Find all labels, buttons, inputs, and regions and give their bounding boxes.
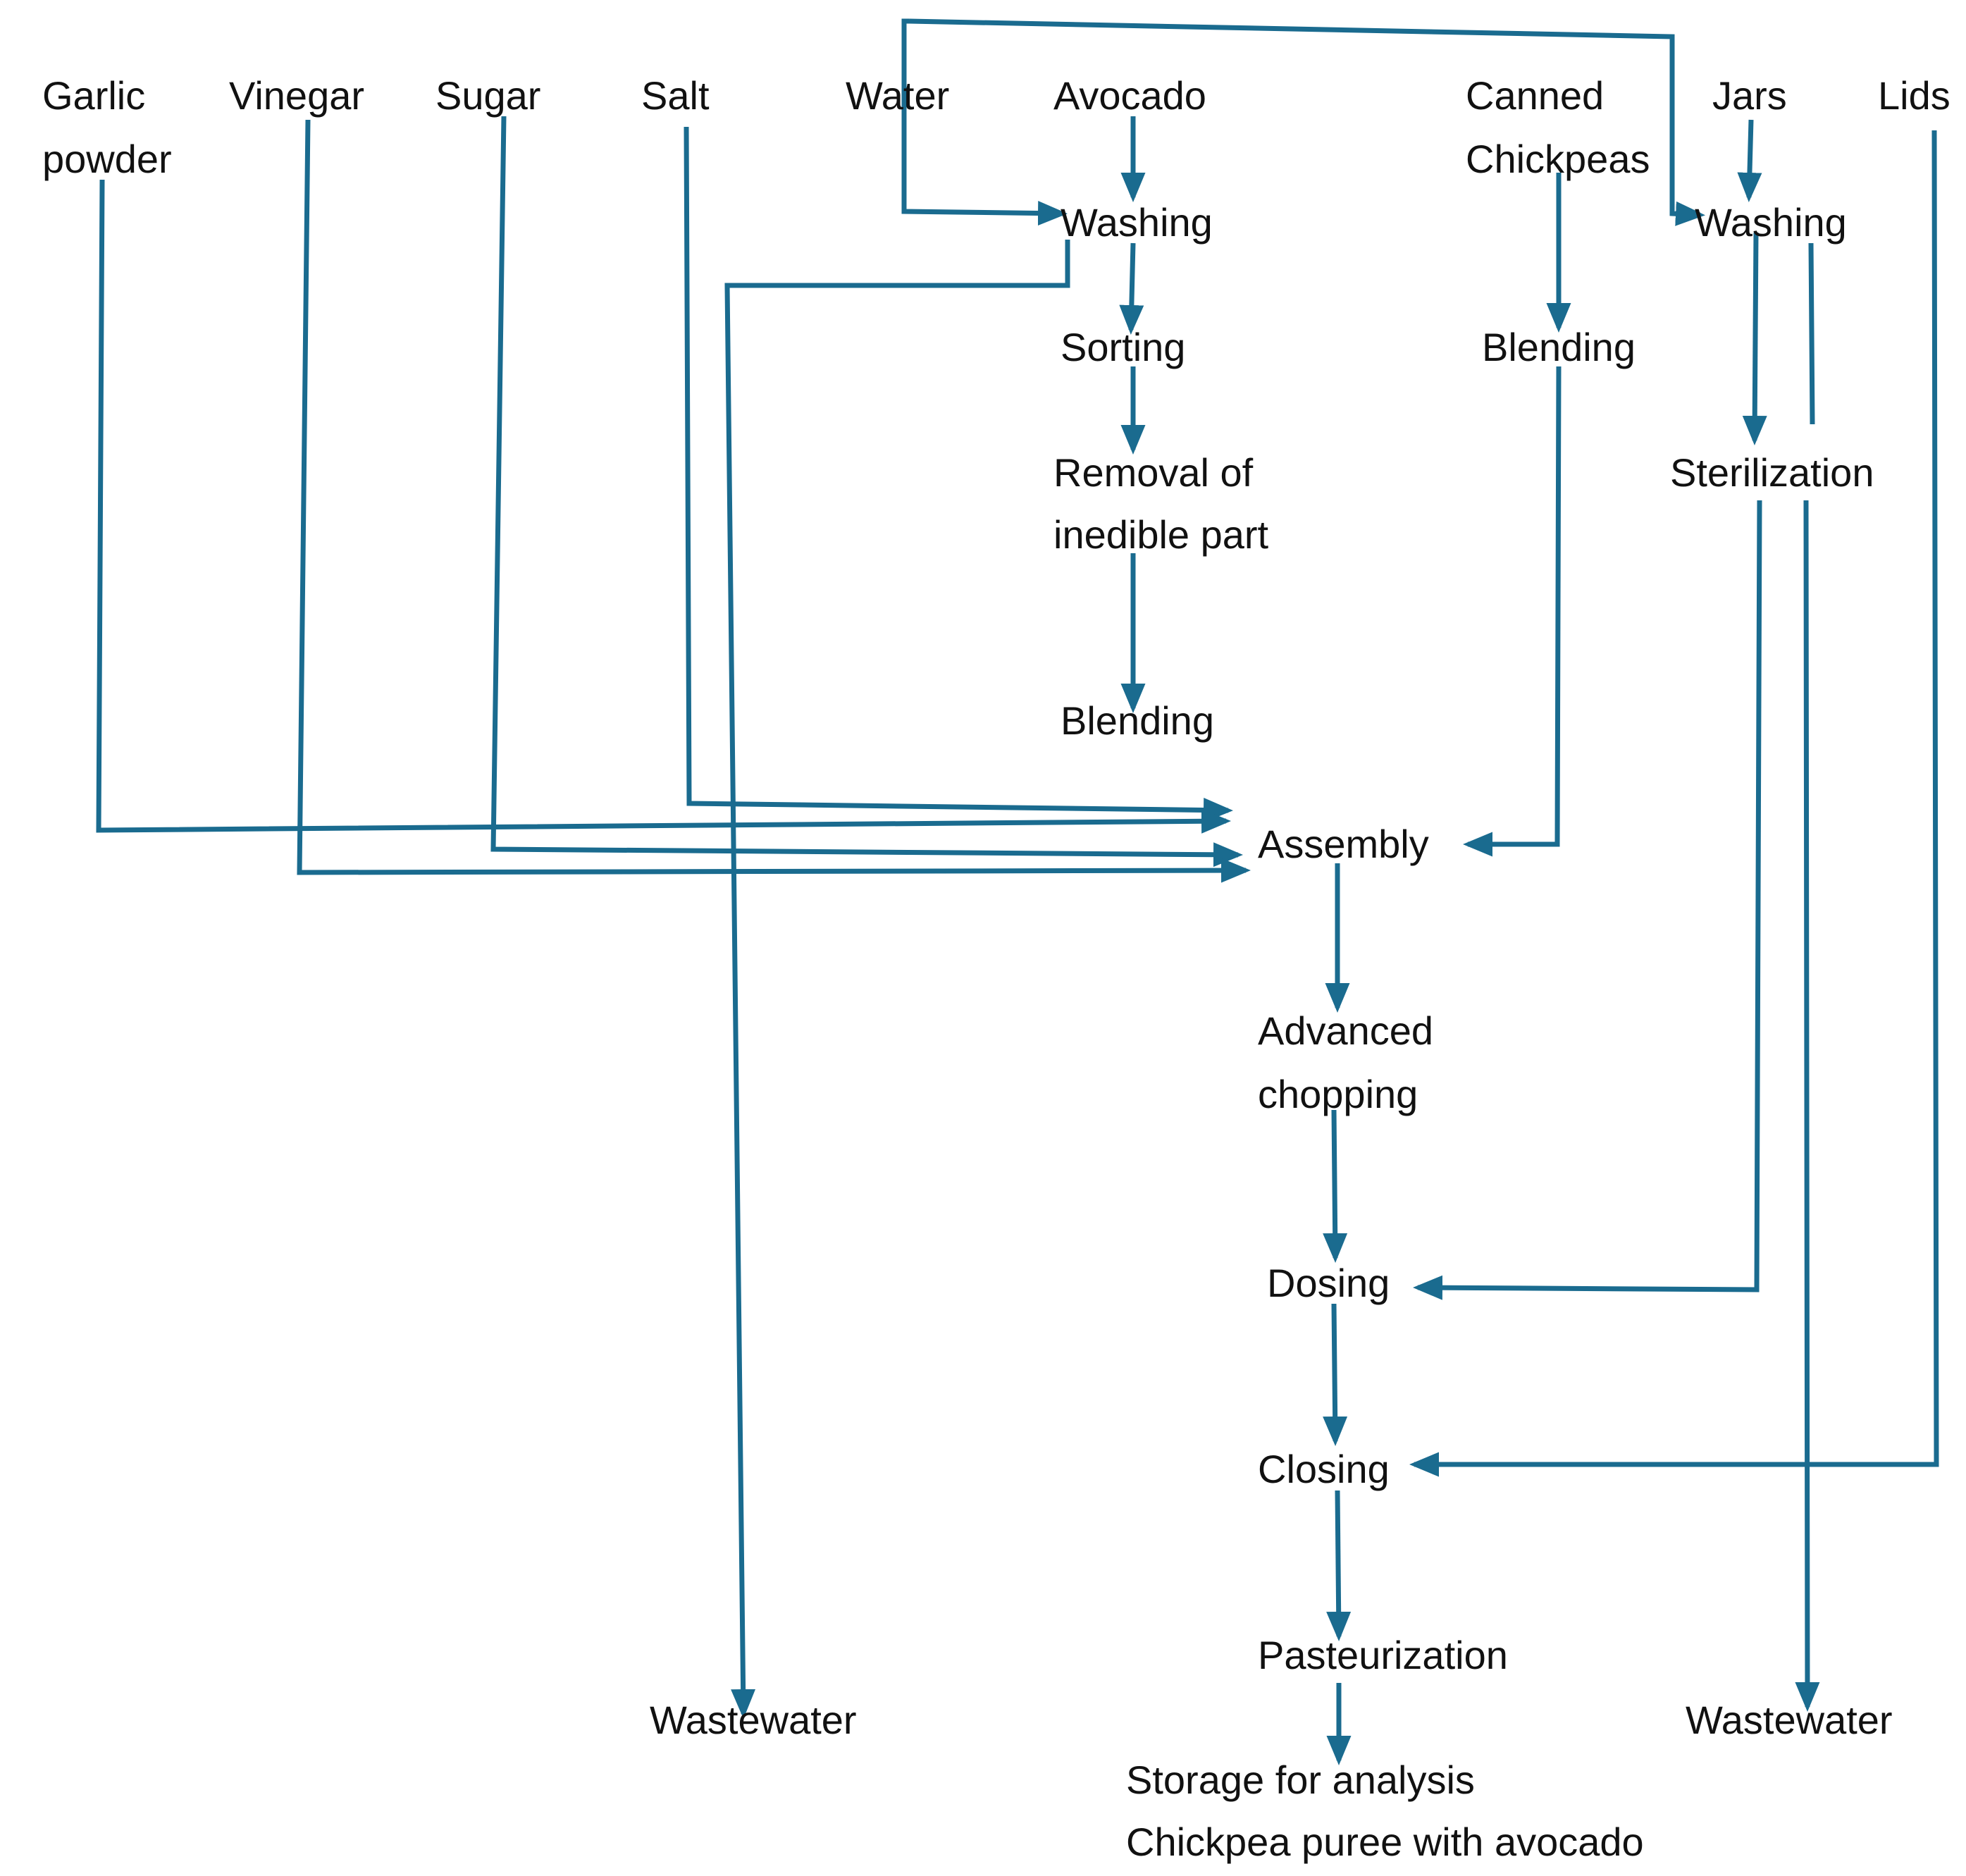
flow-arrow-salt-to-assembly bbox=[684, 126, 1233, 823]
node-label-line: Removal of bbox=[1053, 450, 1254, 495]
node-label-line: powder bbox=[42, 137, 172, 181]
node-blending-chickpeas: Blending bbox=[1482, 325, 1636, 369]
node-label-line: Wastewater bbox=[650, 1698, 857, 1742]
flow-arrow-advanced-chopping-to-dosing bbox=[1323, 1109, 1348, 1263]
node-removal: Removal of inedible part bbox=[1053, 450, 1269, 557]
node-label-line: chopping bbox=[1258, 1072, 1418, 1116]
node-labels: Garlic powder Vinegar Sugar Salt Water Avocado… bbox=[42, 73, 1950, 1864]
node-label-line: Assembly bbox=[1258, 822, 1429, 866]
node-label-line: Blending bbox=[1061, 698, 1214, 743]
node-pasteurization: Pasteurization bbox=[1258, 1633, 1508, 1677]
node-label-line: Sterilization bbox=[1670, 450, 1874, 495]
node-label-line: Avocado bbox=[1053, 73, 1206, 118]
flow-arrow-vinegar-to-assembly bbox=[297, 119, 1251, 883]
node-label-line: Washing bbox=[1695, 200, 1847, 245]
node-sorting: Sorting bbox=[1061, 325, 1185, 369]
flow-arrow-water-to-washing-jars bbox=[908, 18, 1705, 226]
node-label-line: Chickpea puree with avocado bbox=[1126, 1820, 1644, 1864]
flow-arrow-washing-avocado-to-sorting bbox=[1119, 242, 1144, 335]
node-water: Water bbox=[846, 73, 949, 118]
node-blending-avocado: Blending bbox=[1061, 698, 1214, 743]
node-label-line: Sorting bbox=[1061, 325, 1185, 369]
node-label-line: inedible part bbox=[1053, 512, 1269, 557]
node-label-line: Pasteurization bbox=[1258, 1633, 1508, 1677]
node-label-line: Advanced bbox=[1258, 1008, 1433, 1053]
node-label-line: Chickpeas bbox=[1466, 137, 1650, 181]
node-lids: Lids bbox=[1878, 73, 1950, 118]
node-assembly: Assembly bbox=[1258, 822, 1429, 866]
node-washing-jars: Washing bbox=[1695, 200, 1847, 245]
flow-arrow-blending-chickpeas-to-assembly bbox=[1463, 366, 1562, 857]
node-label-line: Canned bbox=[1466, 73, 1604, 118]
node-label-line: Lids bbox=[1878, 73, 1950, 118]
node-label-line: Salt bbox=[641, 73, 710, 118]
node-garlic-powder: Garlic powder bbox=[42, 73, 172, 181]
node-advanced-chopping: Advanced chopping bbox=[1258, 1008, 1433, 1116]
node-label-line: Closing bbox=[1258, 1447, 1390, 1491]
node-avocado: Avocado bbox=[1053, 73, 1206, 118]
node-label-line: Washing bbox=[1061, 200, 1213, 245]
node-label-line: Storage for analysis bbox=[1126, 1758, 1475, 1802]
flow-arrow-garlic-powder-to-assembly bbox=[96, 179, 1231, 834]
node-dosing: Dosing bbox=[1267, 1261, 1390, 1305]
node-jars: Jars bbox=[1712, 73, 1787, 118]
flow-arrow-sugar-to-assembly bbox=[490, 116, 1243, 868]
flow-arrow-washing-jars-to-sterilization bbox=[1742, 232, 1767, 445]
node-label-line: Dosing bbox=[1267, 1261, 1390, 1305]
node-label-line: Wastewater bbox=[1686, 1698, 1893, 1742]
flow-arrow-jars-to-washing-jars bbox=[1737, 119, 1762, 202]
node-closing: Closing bbox=[1258, 1447, 1390, 1491]
node-label-line: Garlic bbox=[42, 73, 145, 118]
flow-arrow-washing-avocado-to-wastewater-left bbox=[724, 240, 1070, 1719]
node-wastewater-left: Wastewater bbox=[650, 1698, 857, 1742]
flow-arrow-dosing-to-closing bbox=[1323, 1303, 1348, 1446]
node-washing-avocado: Washing bbox=[1061, 200, 1213, 245]
flow-arrow-sterilization-to-dosing bbox=[1413, 500, 1762, 1300]
flow-arrow-lids-to-closing bbox=[1409, 130, 1939, 1477]
node-label-line: Jars bbox=[1712, 73, 1787, 118]
node-sugar: Sugar bbox=[435, 73, 540, 118]
node-label-line: Vinegar bbox=[229, 73, 364, 118]
flow-arrow-washing-jars-to-wastewater-right bbox=[1806, 242, 1812, 1707]
flow-arrow-water-to-washing-avocado bbox=[901, 18, 1068, 226]
node-label-line: Blending bbox=[1482, 325, 1636, 369]
flow-arrow-closing-to-pasteurization bbox=[1326, 1490, 1352, 1641]
node-label-line: Sugar bbox=[435, 73, 540, 118]
node-sterilization: Sterilization bbox=[1670, 450, 1874, 495]
node-label-line: Water bbox=[846, 73, 949, 118]
node-vinegar: Vinegar bbox=[229, 73, 364, 118]
flow-lines bbox=[96, 18, 1939, 1765]
node-wastewater-right: Wastewater bbox=[1686, 1698, 1893, 1742]
node-salt: Salt bbox=[641, 73, 710, 118]
